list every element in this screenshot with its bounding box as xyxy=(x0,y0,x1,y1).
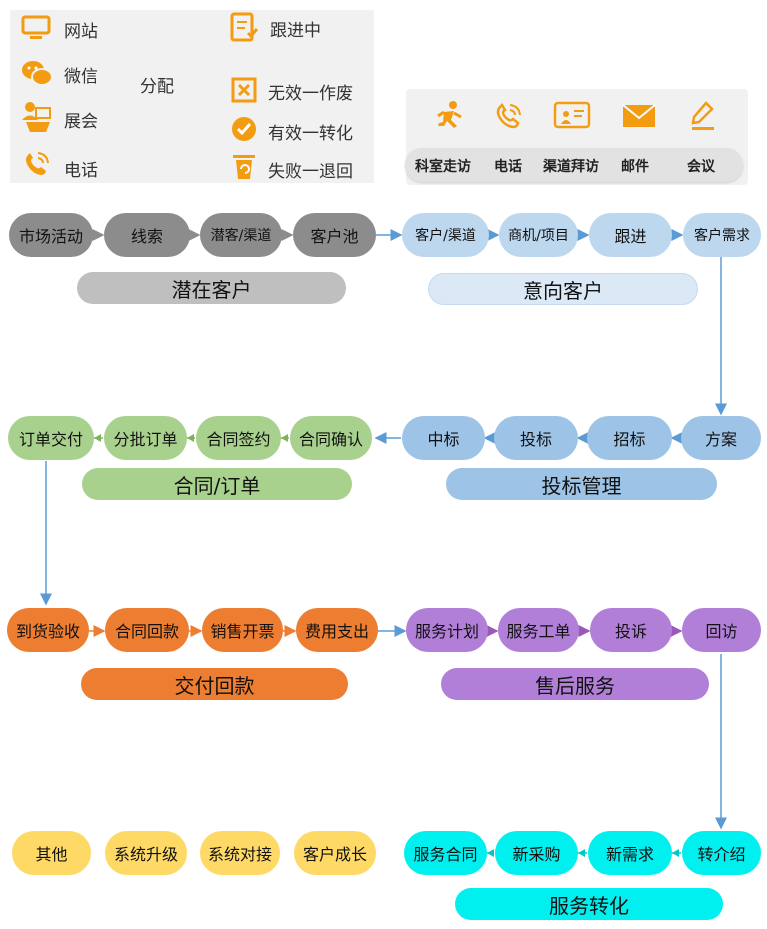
node-batch-order: 分批订单 xyxy=(104,416,187,460)
node-win-bid: 中标 xyxy=(402,416,485,460)
node-prospect-channel: 潜客/渠道 xyxy=(200,213,282,257)
assign-label: 分配 xyxy=(140,77,174,97)
node-complaint: 投诉 xyxy=(590,608,672,652)
node-expenses: 费用支出 xyxy=(296,608,378,652)
node-service-plan: 服务计划 xyxy=(406,608,488,652)
node-proposal: 方案 xyxy=(681,416,761,460)
check-circle-icon xyxy=(228,113,260,145)
visit-methods-bar xyxy=(405,148,743,182)
node-opportunity-project: 商机/项目 xyxy=(499,213,578,257)
stage-label-intent: 意向客户 xyxy=(428,273,698,305)
running-icon xyxy=(432,98,466,134)
source-wechat: 微信 xyxy=(64,67,98,87)
phone-icon xyxy=(20,148,52,180)
outcome-valid: 有效一转化 xyxy=(268,124,353,144)
node-bid: 投标 xyxy=(494,416,578,460)
node-customer-channel: 客户/渠道 xyxy=(402,213,489,257)
node-service-contract: 服务合同 xyxy=(404,831,487,875)
node-payment-collection: 合同回款 xyxy=(105,608,189,652)
node-customer-demand: 客户需求 xyxy=(683,213,761,257)
node-contract-sign: 合同签约 xyxy=(196,416,281,460)
node-invoicing: 销售开票 xyxy=(202,608,283,652)
outcome-failed: 失败一退回 xyxy=(268,162,353,182)
stage-label-bid: 投标管理 xyxy=(446,468,717,500)
stage-label-conversion: 服务转化 xyxy=(455,888,723,920)
visit-method-office: 科室走访 xyxy=(415,159,471,175)
monitor-icon xyxy=(20,14,52,42)
trash-icon xyxy=(228,150,260,182)
node-market-activity: 市场活动 xyxy=(9,213,93,257)
node-acceptance: 到货验收 xyxy=(7,608,89,652)
source-exhibition: 展会 xyxy=(64,112,98,132)
visit-method-channel: 渠道拜访 xyxy=(543,159,599,175)
node-tender: 招标 xyxy=(587,416,672,460)
node-system-upgrade: 系统升级 xyxy=(105,831,187,875)
outcome-following: 跟进中 xyxy=(270,21,321,41)
phone-icon xyxy=(491,98,525,134)
node-customer-pool: 客户池 xyxy=(293,213,376,257)
node-referral: 转介绍 xyxy=(682,831,761,875)
invalid-box-icon xyxy=(228,74,260,106)
node-service-ticket: 服务工单 xyxy=(498,608,579,652)
source-website: 网站 xyxy=(64,22,98,42)
lead-source-panel xyxy=(10,10,374,183)
node-system-integration: 系统对接 xyxy=(200,831,280,875)
stage-label-latent: 潜在客户 xyxy=(77,272,346,304)
node-lead: 线索 xyxy=(104,213,190,257)
stage-label-delivery: 交付回款 xyxy=(81,668,348,700)
stage-label-contract: 合同/订单 xyxy=(82,468,352,500)
visit-method-meeting: 会议 xyxy=(687,159,715,175)
mail-icon xyxy=(620,100,658,132)
stage-label-after-sales: 售后服务 xyxy=(441,668,709,700)
visit-method-email: 邮件 xyxy=(621,159,649,175)
presentation-icon xyxy=(552,98,592,134)
pen-icon xyxy=(686,98,720,134)
exhibition-icon xyxy=(18,100,54,134)
node-follow-up: 跟进 xyxy=(589,213,672,257)
wechat-icon xyxy=(20,58,54,88)
node-order-delivery: 订单交付 xyxy=(8,416,94,460)
node-return-visit: 回访 xyxy=(682,608,761,652)
visit-method-phone: 电话 xyxy=(494,159,522,175)
node-customer-growth: 客户成长 xyxy=(294,831,376,875)
node-new-purchase: 新采购 xyxy=(495,831,578,875)
outcome-invalid: 无效一作废 xyxy=(268,84,353,104)
node-other: 其他 xyxy=(12,831,91,875)
node-new-demand: 新需求 xyxy=(588,831,672,875)
source-phone: 电话 xyxy=(64,161,98,181)
clipboard-icon xyxy=(228,10,260,44)
node-contract-confirm: 合同确认 xyxy=(290,416,372,460)
